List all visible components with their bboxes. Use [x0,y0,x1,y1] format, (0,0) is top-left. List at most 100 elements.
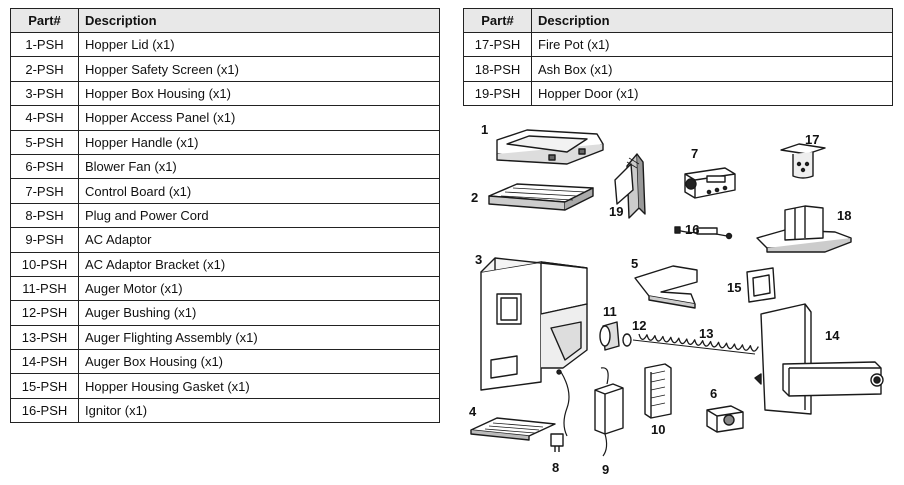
description-cell: Ash Box (x1) [531,56,893,82]
diagram-label-18: 18 [837,208,851,223]
description-cell: Control Board (x1) [78,178,440,204]
diagram-label-13: 13 [699,326,713,341]
part-number-cell: 2-PSH [10,56,79,82]
hopper-box-housing-illustration [480,257,588,391]
header-part-number: Part# [10,8,79,33]
description-cell: Blower Fan (x1) [78,153,440,180]
part-number-cell: 11-PSH [10,275,79,302]
diagram-label-11: 11 [603,304,617,319]
description-cell: Fire Pot (x1) [531,31,893,58]
description-cell: AC Adaptor Bracket (x1) [78,251,440,277]
part-number-cell: 7-PSH [10,178,79,204]
diagram-label-10: 10 [651,422,665,437]
diagram-label-8: 8 [552,460,559,475]
hopper-lid-illustration [496,129,604,165]
part-number-cell: 4-PSH [10,105,79,131]
table-header-row: Part# Description [10,8,440,33]
auger-bushing-illustration [622,333,632,347]
diagram-label-6: 6 [710,386,717,401]
diagram-label-3: 3 [475,252,482,267]
hopper-access-panel-illustration [470,417,556,441]
diagram-label-16: 16 [685,222,699,237]
part-number-cell: 19-PSH [463,80,532,107]
part-number-cell: 16-PSH [10,397,79,424]
part-number-cell: 13-PSH [10,324,79,351]
description-cell: Auger Motor (x1) [78,275,440,302]
part-number-cell: 1-PSH [10,31,79,58]
auger-box-housing-illustration [754,303,884,415]
description-cell: Plug and Power Cord [78,202,440,229]
description-cell: Hopper Door (x1) [531,80,893,107]
diagram-label-4: 4 [469,404,477,419]
part-number-cell: 3-PSH [10,80,79,107]
diagram-label-14: 14 [825,328,840,343]
hopper-handle-illustration [634,265,698,309]
diagram-label-17: 17 [805,132,819,147]
diagram-label-9: 9 [602,462,609,477]
auger-motor-illustration [599,321,620,351]
description-cell: Hopper Housing Gasket (x1) [78,373,440,399]
diagram-label-12: 12 [632,318,646,333]
part-number-cell: 12-PSH [10,300,79,326]
power-cord-illustration [550,371,570,452]
diagram-label-2: 2 [471,190,478,205]
description-cell: Hopper Box Housing (x1) [78,80,440,107]
hopper-safety-screen-illustration [488,183,594,211]
diagram-label-7: 7 [691,146,698,161]
ac-adaptor-bracket-illustration [644,363,672,419]
diagram-label-15: 15 [727,280,741,295]
description-cell: AC Adaptor [78,227,440,253]
description-cell: Auger Bushing (x1) [78,300,440,326]
description-cell: Ignitor (x1) [78,397,440,424]
header-description: Description [531,8,893,33]
ash-box-illustration [756,205,852,253]
description-cell: Hopper Safety Screen (x1) [78,56,440,82]
diagram-label-1: 1 [481,122,488,137]
ac-adaptor-illustration [594,367,624,457]
header-part-number: Part# [463,8,532,33]
part-number-cell: 14-PSH [10,349,79,375]
ignitor-illustration [674,226,733,240]
diagram-label-19: 19 [609,204,623,219]
part-number-cell: 8-PSH [10,202,79,229]
hopper-door-illustration [614,153,646,219]
description-cell: Hopper Access Panel (x1) [78,105,440,131]
description-cell: Auger Flighting Assembly (x1) [78,324,440,351]
part-number-cell: 9-PSH [10,227,79,253]
part-number-cell: 5-PSH [10,129,79,155]
part-number-cell: 10-PSH [10,251,79,277]
hopper-housing-gasket-illustration [746,267,776,303]
diagram-label-5: 5 [631,256,638,271]
header-description: Description [78,8,440,33]
part-number-cell: 15-PSH [10,373,79,399]
part-number-cell: 18-PSH [463,56,532,82]
description-cell: Auger Box Housing (x1) [78,349,440,375]
exploded-parts-diagram: 1 2 3 4 5 6 7 8 9 10 11 12 13 14 15 16 1… [469,122,884,477]
part-number-cell: 6-PSH [10,153,79,180]
description-cell: Hopper Lid (x1) [78,31,440,58]
part-number-cell: 17-PSH [463,31,532,58]
table-header-row: Part# Description [463,8,893,33]
fire-pot-illustration [780,143,826,179]
description-cell: Hopper Handle (x1) [78,129,440,155]
